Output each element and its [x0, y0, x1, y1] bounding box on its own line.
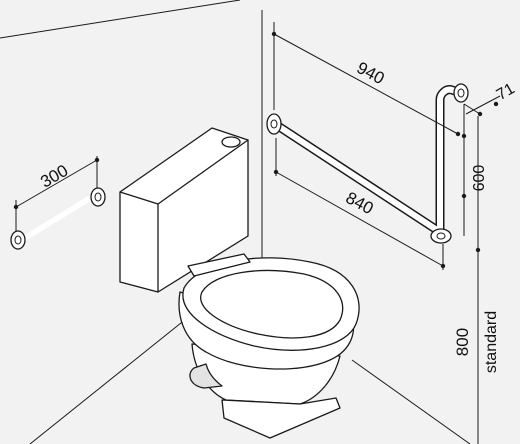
right-bar-mount-top-left	[266, 113, 282, 135]
right-bar-top-length-label: 940	[354, 58, 388, 88]
left-wall-top-edge	[0, 0, 241, 39]
left-grab-bar	[10, 187, 106, 250]
toilet-bowl	[178, 253, 360, 439]
toilet-cistern	[119, 127, 249, 293]
right-bar-bottom-length-label: 840	[343, 188, 377, 218]
seat-hinge	[187, 253, 251, 277]
wall-offset-label: 71	[494, 80, 518, 104]
right-l-grab-bar	[266, 83, 469, 244]
left-bar-mount-left	[10, 230, 26, 250]
right-bar-mount-bottom	[430, 228, 452, 244]
mount-height-value-label: 800	[453, 328, 472, 356]
right-bar-mount-top	[453, 83, 469, 103]
left-bar-length-label: 300	[37, 161, 71, 192]
toilet-base	[221, 397, 341, 439]
floor-right-edge	[351, 359, 471, 444]
right-bar-height-label: 600	[471, 165, 488, 192]
left-bar-mount-right	[90, 187, 106, 207]
toilet-seat	[182, 257, 360, 351]
mount-height-note-label: standard	[483, 311, 500, 373]
flush-button-icon	[221, 136, 241, 148]
